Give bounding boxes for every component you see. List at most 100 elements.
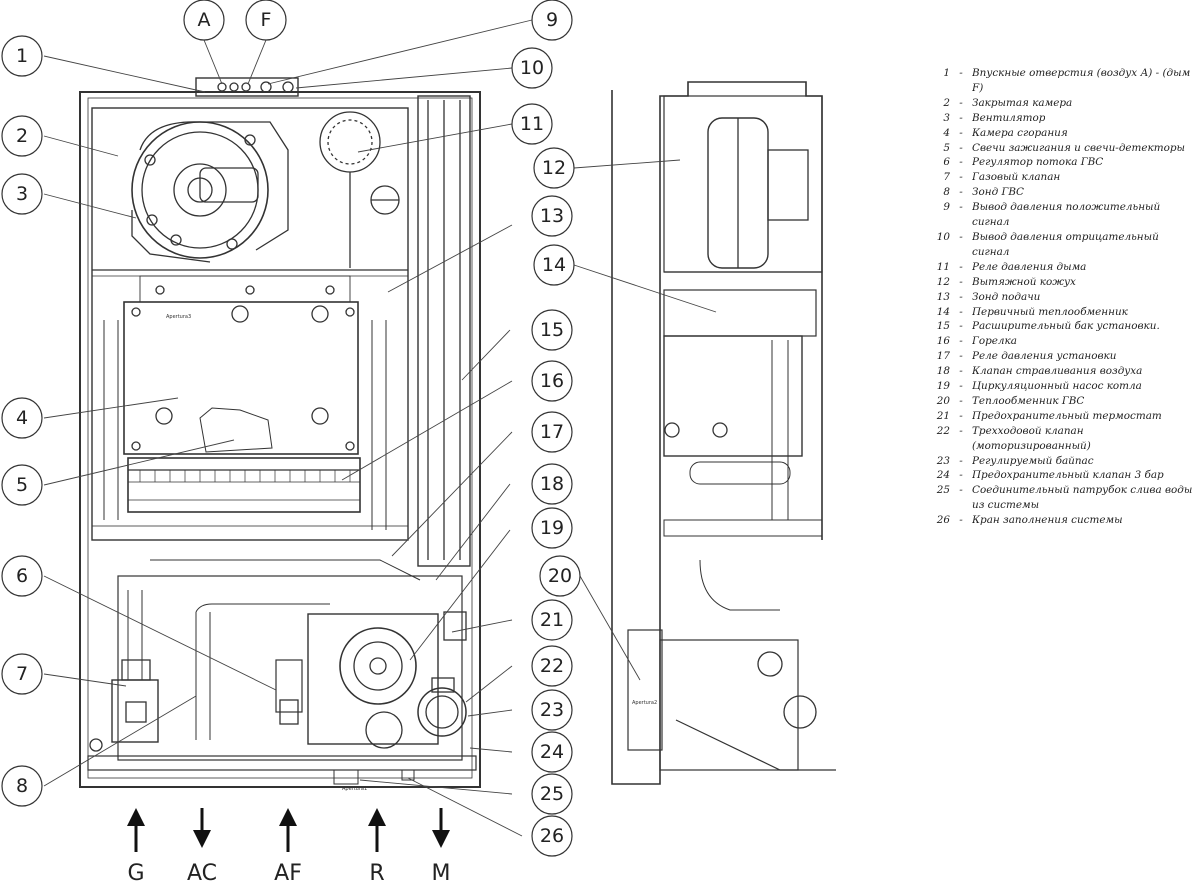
- callout-2-circle: [1, 115, 43, 157]
- callout-A: A: [198, 9, 211, 31]
- legend-number: 23: [936, 454, 950, 467]
- callout-8-circle: [1, 765, 43, 807]
- callout-6-circle: [1, 555, 43, 597]
- callout-24-circle: [531, 731, 573, 773]
- legend-dash: -: [959, 171, 963, 184]
- connection-label-r: R: [369, 861, 384, 885]
- legend-number: 21: [936, 409, 950, 422]
- legend-number: 24: [936, 469, 950, 482]
- legend-dash: -: [959, 380, 963, 393]
- three-way-valve: [417, 611, 467, 737]
- legend-number: 18: [936, 365, 950, 378]
- callout-15-circle: [531, 309, 573, 351]
- legend-item: 10-Вывод давления отрицательный сигнал: [936, 230, 1198, 260]
- legend-number: 8: [943, 186, 950, 199]
- connection-arrows: [127, 808, 450, 852]
- legend-number: 20: [936, 394, 950, 407]
- callout-11-circle: [511, 103, 553, 145]
- callout-8: 8: [16, 775, 28, 797]
- legend-item: 11-Реле давления дыма: [936, 260, 1198, 275]
- legend-dash: -: [959, 126, 963, 139]
- legend-text: Горелка: [972, 335, 1017, 348]
- callout-2: 2: [16, 125, 28, 147]
- callout-17: 17: [540, 421, 564, 443]
- legend-dash: -: [959, 186, 963, 199]
- legend-text: Кран заполнения системы: [972, 514, 1123, 527]
- legend-item: 4-Камера сгорания: [936, 126, 1198, 141]
- callout-26-circle: [531, 815, 573, 857]
- legend-number: 5: [943, 141, 950, 154]
- legend-number: 10: [936, 230, 950, 243]
- legend-dash: -: [959, 230, 963, 243]
- legend-dash: -: [959, 409, 963, 422]
- callout-6: 6: [16, 565, 28, 587]
- legend-number: 6: [943, 156, 950, 169]
- legend-item: 20-Теплообменник ГВС: [936, 394, 1198, 409]
- legend-number: 15: [936, 320, 950, 333]
- legend-dash: -: [959, 305, 963, 318]
- legend-text: Реле давления установки: [972, 350, 1117, 363]
- callout-12: 12: [542, 157, 566, 179]
- legend-dash: -: [959, 201, 963, 214]
- legend-text: Реле давления дыма: [972, 260, 1087, 273]
- legend-dash: -: [959, 260, 963, 273]
- legend-item: 5-Свечи зажигания и свечи-детекторы: [936, 141, 1198, 156]
- legend-text: Зонд ГВС: [972, 186, 1024, 199]
- legend-number: 17: [936, 350, 950, 363]
- legend-text: Свечи зажигания и свечи-детекторы: [972, 141, 1185, 154]
- legend-dash: -: [959, 320, 963, 333]
- legend-item: 19-Циркуляционный насос котла: [936, 379, 1198, 394]
- legend-item: 18-Клапан стравливания воздуха: [936, 364, 1198, 379]
- arrow-down-icon: [193, 808, 211, 848]
- legend-item: 3-Вентилятор: [936, 111, 1198, 126]
- legend-item: 2-Закрытая камера: [936, 96, 1198, 111]
- legend-dash: -: [959, 365, 963, 378]
- legend-item: 16-Горелка: [936, 334, 1198, 349]
- legend-number: 22: [936, 424, 950, 437]
- legend-item: 8-Зонд ГВС: [936, 185, 1198, 200]
- legend-number: 26: [936, 514, 950, 527]
- callout-F-circle: [245, 0, 287, 41]
- smoke-pressure-relay: [319, 111, 400, 268]
- callout-7-circle: [1, 653, 43, 695]
- arrow-down-icon: [432, 808, 450, 848]
- arrow-up-icon: [279, 808, 297, 852]
- callout-10-circle: [511, 47, 553, 89]
- legend-text: Вентилятор: [972, 111, 1046, 124]
- callout-18-circle: [531, 463, 573, 505]
- legend-dash: -: [959, 141, 963, 154]
- legend-dash: -: [959, 111, 963, 124]
- side-view: [611, 81, 836, 785]
- callout-9: 9: [546, 9, 558, 31]
- callout-3: 3: [16, 183, 28, 205]
- legend-item: 21-Предохранительный термостат: [936, 409, 1198, 424]
- callout-25-circle: [531, 773, 573, 815]
- legend-number: 16: [936, 335, 950, 348]
- legend-number: 11: [936, 260, 950, 273]
- callout-12-circle: [533, 147, 575, 189]
- legend-dash: -: [959, 514, 963, 527]
- callout-1: 1: [16, 45, 28, 67]
- legend-text: Клапан стравливания воздуха: [972, 365, 1143, 378]
- callout-22: 22: [540, 655, 564, 677]
- legend-dash: -: [959, 424, 963, 437]
- connection-label-m: M: [432, 861, 451, 885]
- legend-text: Регулируемый байпас: [972, 454, 1094, 467]
- legend-item: 25-Соединительный патрубок слива воды из…: [936, 483, 1198, 513]
- legend-dash: -: [959, 156, 963, 169]
- legend-dash: -: [959, 96, 963, 109]
- legend-dash: -: [959, 394, 963, 407]
- legend-text: Вывод давления отрицательный сигнал: [972, 230, 1159, 258]
- combustion-chamber: [123, 301, 359, 455]
- legend-text: Закрытая камера: [972, 96, 1073, 109]
- legend-item: 7-Газовый клапан: [936, 170, 1198, 185]
- legend-number: 2: [943, 96, 950, 109]
- callout-F: F: [261, 9, 272, 31]
- callout-5: 5: [16, 474, 28, 496]
- callout-11: 11: [520, 113, 544, 135]
- callout-20: 20: [548, 565, 572, 587]
- legend-dash: -: [959, 335, 963, 348]
- callout-3-circle: [1, 173, 43, 215]
- legend-number: 12: [936, 275, 950, 288]
